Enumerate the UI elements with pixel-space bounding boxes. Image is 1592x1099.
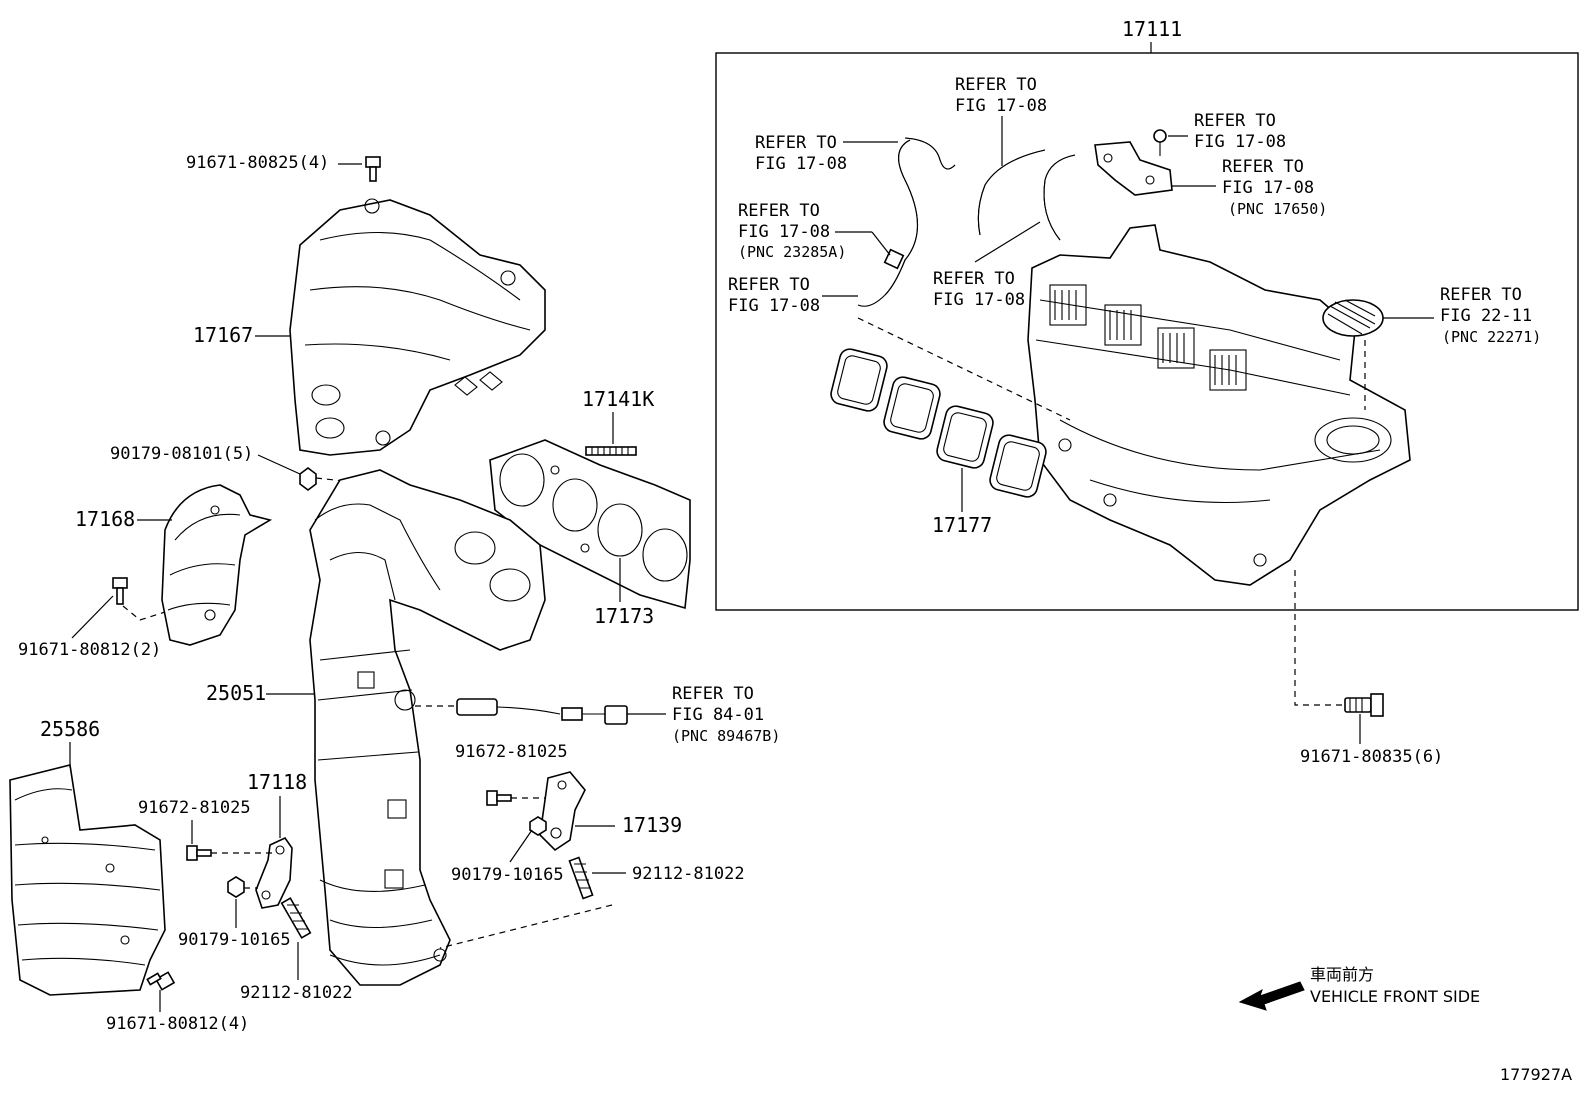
svg-text:FIG 22-11: FIG 22-11 (1440, 306, 1532, 326)
refer-note-5: REFER TO FIG 17-08 (933, 221, 1041, 310)
svg-text:(PNC 89467B): (PNC 89467B) (672, 727, 780, 745)
nut-icon (299, 467, 317, 491)
guide-line (439, 904, 613, 949)
guide-line (1294, 570, 1345, 706)
bolt-icon (186, 845, 212, 861)
part-17173-label: 17173 (594, 604, 654, 628)
svg-text:FIG 17-08: FIG 17-08 (1194, 132, 1286, 152)
refer-note-2: REFER TO FIG 17-08 (955, 75, 1047, 166)
refer-note-1: REFER TO FIG 17-08 (755, 133, 898, 174)
bolt-91671-80835-label: 91671-80835(6) (1300, 747, 1443, 767)
oxygen-sensor (456, 698, 628, 725)
svg-text:FIG 17-08: FIG 17-08 (933, 290, 1025, 310)
leader (71, 595, 114, 639)
part-17177-label: 17177 (932, 513, 992, 537)
svg-text:REFER TO: REFER TO (738, 201, 820, 221)
guide-line (122, 605, 166, 621)
bolt-icon (112, 577, 128, 605)
refer-note-9: REFER TO FIG 84-01 (PNC 89467B) (627, 684, 780, 745)
part-25051-label: 25051 (206, 681, 266, 705)
nut-90179-10165-left-label: 90179-10165 (178, 930, 291, 950)
vehicle-front-en-label: VEHICLE FRONT SIDE (1310, 987, 1480, 1006)
refer-note-7: REFER TO FIG 17-08 (PNC 17650) (1172, 157, 1327, 218)
stud-icon (280, 897, 312, 939)
svg-text:REFER TO: REFER TO (1440, 285, 1522, 305)
part-17167-label: 17167 (193, 323, 253, 347)
stud-92112-81022-right-label: 92112-81022 (632, 864, 745, 884)
svg-text:(PNC 22271): (PNC 22271) (1442, 328, 1541, 346)
svg-text:(PNC 23285A): (PNC 23285A) (738, 243, 846, 261)
bolt-icon (146, 971, 176, 991)
part-17111-label: 17111 (1122, 17, 1182, 41)
svg-text:REFER TO: REFER TO (933, 269, 1015, 289)
svg-text:REFER TO: REFER TO (728, 275, 810, 295)
bracket-17118 (255, 836, 293, 909)
svg-text:FIG 17-08: FIG 17-08 (955, 96, 1047, 116)
refer-note-4: REFER TO FIG 17-08 (728, 275, 858, 316)
bracket-17139 (539, 771, 586, 852)
refer-note-6: REFER TO FIG 17-08 (1168, 111, 1286, 152)
bolt-icon (486, 790, 512, 806)
bolt-91671-80812-4-label: 91671-80812(4) (106, 1014, 249, 1034)
vsv-bracket (1094, 141, 1173, 196)
part-17139-label: 17139 (622, 813, 682, 837)
vehicle-front-jp-label: 車両前方 (1310, 965, 1374, 984)
svg-text:REFER TO: REFER TO (1194, 111, 1276, 131)
refer-note-8: REFER TO FIG 22-11 (PNC 22271) (1383, 285, 1541, 346)
part-17141k-label: 17141K (582, 387, 654, 411)
heat-insulator-25586 (9, 764, 166, 996)
flange-bolt-icon (1344, 693, 1384, 717)
svg-text:REFER TO: REFER TO (1222, 157, 1304, 177)
svg-text:FIG 84-01: FIG 84-01 (672, 705, 764, 725)
bolt-91672-81025-left-label: 91672-81025 (138, 798, 251, 818)
stud-17141k (585, 446, 637, 456)
svg-text:REFER TO: REFER TO (955, 75, 1037, 95)
svg-text:FIG 17-08: FIG 17-08 (738, 222, 830, 242)
vehicle-front-arrow-icon (1238, 981, 1305, 1011)
refer-note-3: REFER TO FIG 17-08 (PNC 23285A) (738, 201, 891, 261)
nut-90179-10165-right-label: 90179-10165 (451, 865, 564, 885)
throttle-gasket (1322, 299, 1384, 337)
nut-icon (227, 876, 245, 898)
part-17168-label: 17168 (75, 507, 135, 531)
bolt-icon (1153, 129, 1167, 156)
intake-gasket-17177 (830, 348, 1047, 498)
nut-90179-08101-label: 90179-08101(5) (110, 444, 253, 464)
intake-manifold-group-box (715, 52, 1579, 611)
bolt-91671-80825-label: 91671-80825(4) (186, 153, 329, 173)
leader (257, 454, 301, 475)
heat-insulator-17167 (289, 198, 546, 456)
exhaust-manifold-25051 (309, 469, 546, 986)
svg-text:REFER TO: REFER TO (672, 684, 754, 704)
heat-insulator-17168 (161, 484, 273, 646)
bolt-icon (365, 156, 381, 182)
intake-manifold (1027, 224, 1411, 586)
svg-text:FIG 17-08: FIG 17-08 (1222, 178, 1314, 198)
part-17118-label: 17118 (247, 770, 307, 794)
svg-text:(PNC 17650): (PNC 17650) (1228, 200, 1327, 218)
svg-text:FIG 17-08: FIG 17-08 (728, 296, 820, 316)
bolt-91671-80812-2-label: 91671-80812(2) (18, 640, 161, 660)
stud-icon (568, 856, 594, 900)
bolt-91672-81025-right-label: 91672-81025 (455, 742, 568, 762)
nut-icon (529, 816, 547, 836)
stud-92112-81022-left-label: 92112-81022 (240, 983, 353, 1003)
figure-id: 177927A (1500, 1065, 1572, 1084)
svg-text:REFER TO: REFER TO (755, 133, 837, 153)
svg-text:FIG 17-08: FIG 17-08 (755, 154, 847, 174)
leader (509, 829, 533, 863)
part-25586-label: 25586 (40, 717, 100, 741)
